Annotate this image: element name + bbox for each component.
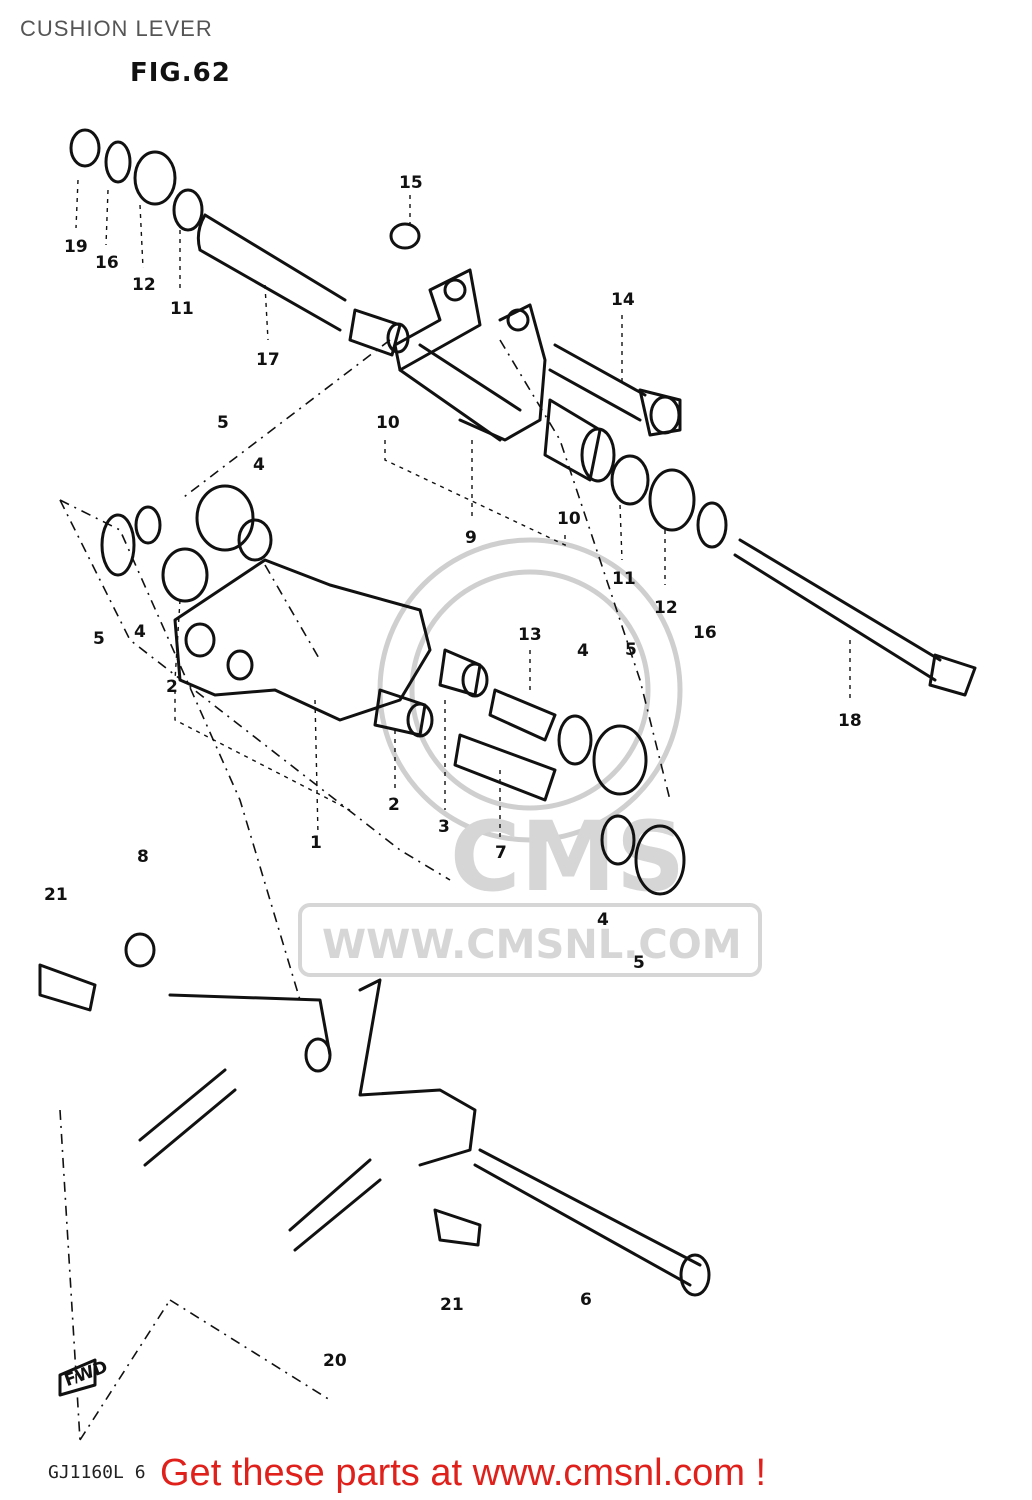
callout-label: 9 [465, 528, 477, 548]
callout-label: 4 [134, 622, 146, 642]
callout-label: 1 [310, 833, 322, 853]
page-title: CUSHION LEVER [20, 16, 213, 41]
callout-label: 5 [633, 953, 645, 973]
callout-label: 12 [132, 275, 156, 295]
figure-label: FIG.62 [130, 58, 231, 88]
parts-banner-link[interactable]: Get these parts at www.cmsnl.com ! [160, 1452, 767, 1494]
callout-label: 6 [580, 1290, 592, 1310]
callout-label: 12 [654, 598, 678, 618]
callout-label: 11 [170, 299, 194, 319]
callout-label: 2 [388, 795, 400, 815]
watermark-logo-text: CMS [450, 801, 685, 913]
callout-label: 15 [399, 173, 423, 193]
lower-shaft-assembly [610, 454, 977, 697]
cushion-lever [100, 484, 432, 722]
callout-label: 7 [495, 843, 507, 863]
lever-bushes [373, 648, 686, 896]
cushion-rod-link [393, 268, 616, 483]
callout-label: 2 [166, 677, 178, 697]
callouts: 19 16 12 11 17 15 14 10 9 10 11 12 16 18… [44, 173, 862, 1371]
callout-label: 19 [64, 237, 88, 257]
callout-label: 10 [557, 509, 581, 529]
callout-label: 14 [611, 290, 635, 310]
callout-label: 4 [253, 455, 265, 475]
callout-label: 5 [93, 629, 105, 649]
callout-label: 5 [625, 640, 637, 660]
leader-lines [75, 179, 851, 840]
bolt-14 [548, 343, 682, 437]
watermark-url: WWW.CMSNL.COM [322, 922, 742, 968]
callout-label: 16 [693, 623, 717, 643]
callout-label: 18 [838, 711, 862, 731]
callout-label: 21 [44, 885, 68, 905]
upper-shaft-assembly [69, 128, 421, 357]
callout-label: 20 [323, 1351, 347, 1371]
callout-label: 8 [137, 847, 149, 867]
diagram-code: GJ1160L 6 [48, 1462, 146, 1483]
callout-label: 4 [577, 641, 589, 661]
callout-label: 21 [440, 1295, 464, 1315]
callout-label: 11 [612, 569, 636, 589]
callout-label: 10 [376, 413, 400, 433]
callout-label: 17 [256, 350, 280, 370]
callout-label: 16 [95, 253, 119, 273]
callout-label: 3 [438, 817, 450, 837]
swingarm-frame: FWD [38, 932, 711, 1441]
callout-label: 4 [597, 910, 609, 930]
callout-label: 13 [518, 625, 542, 645]
watermark-logo: CMS WWW.CMSNL.COM [298, 537, 762, 977]
construction-lines [59, 339, 671, 1001]
callout-label: 5 [217, 413, 229, 433]
